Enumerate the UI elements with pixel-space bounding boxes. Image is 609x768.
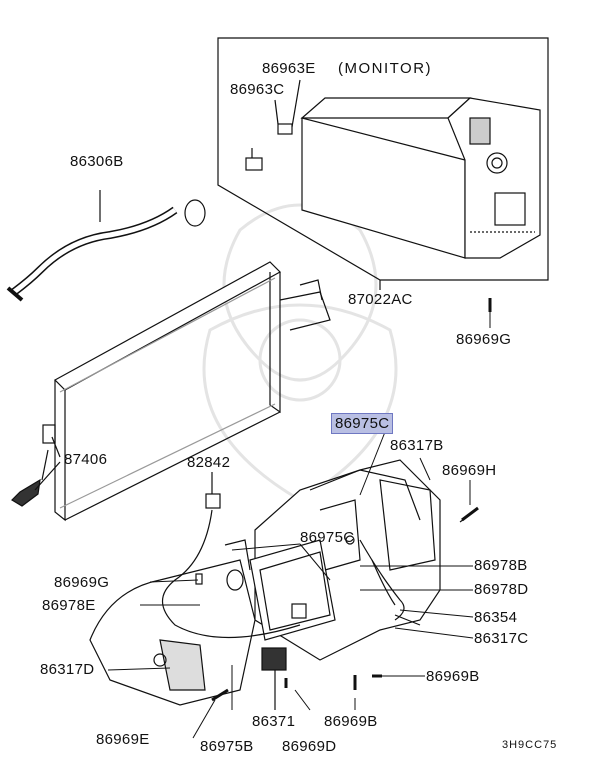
part-label-86969H[interactable]: 86969H xyxy=(442,462,497,479)
part-label-87406[interactable]: 87406 xyxy=(64,451,108,468)
monitor-unit xyxy=(300,97,541,259)
screw-86963E xyxy=(245,148,263,171)
part-label-86306B[interactable]: 86306B xyxy=(70,153,124,170)
part-label-86975C-highlighted[interactable]: 86975C xyxy=(331,413,394,434)
part-label-86975C[interactable]: 86975C xyxy=(300,529,355,546)
part-label-86969D[interactable]: 86969D xyxy=(282,738,337,755)
inset-frame xyxy=(217,37,549,281)
part-label-86969G-top[interactable]: 86969G xyxy=(456,331,512,348)
part-label-86969E[interactable]: 86969E xyxy=(96,731,150,748)
part-label-86969B-right[interactable]: 86969B xyxy=(426,668,480,685)
screw-86963C xyxy=(274,99,293,135)
part-label-86317D[interactable]: 86317D xyxy=(40,661,95,678)
condenser-87406 xyxy=(11,261,281,522)
part-label-86969B[interactable]: 86969B xyxy=(324,713,378,730)
leader-lines xyxy=(107,280,491,739)
hvac-module xyxy=(249,459,441,661)
monitor-note: (MONITOR) xyxy=(338,60,433,77)
watermark-emblem xyxy=(202,203,398,502)
screws xyxy=(195,298,492,702)
part-label-86354[interactable]: 86354 xyxy=(474,609,518,626)
part-label-86975B[interactable]: 86975B xyxy=(200,738,254,755)
part-label-86969G[interactable]: 86969G xyxy=(54,574,110,591)
hose-86306B xyxy=(6,190,206,302)
part-label-82842[interactable]: 82842 xyxy=(187,454,231,471)
part-label-86963C[interactable]: 86963C xyxy=(230,81,285,98)
part-label-86978E[interactable]: 86978E xyxy=(42,597,96,614)
part-label-87022AC[interactable]: 87022AC xyxy=(348,291,413,308)
part-label-86963E[interactable]: 86963E xyxy=(262,60,316,77)
diagram-code: 3H9CC75 xyxy=(502,739,558,751)
part-label-86978D[interactable]: 86978D xyxy=(474,581,529,598)
part-label-86978B[interactable]: 86978B xyxy=(474,557,528,574)
part-label-86317C[interactable]: 86317C xyxy=(474,630,529,647)
part-label-86371[interactable]: 86371 xyxy=(252,713,296,730)
part-label-86317B[interactable]: 86317B xyxy=(390,437,444,454)
resistor-86371 xyxy=(261,647,287,710)
